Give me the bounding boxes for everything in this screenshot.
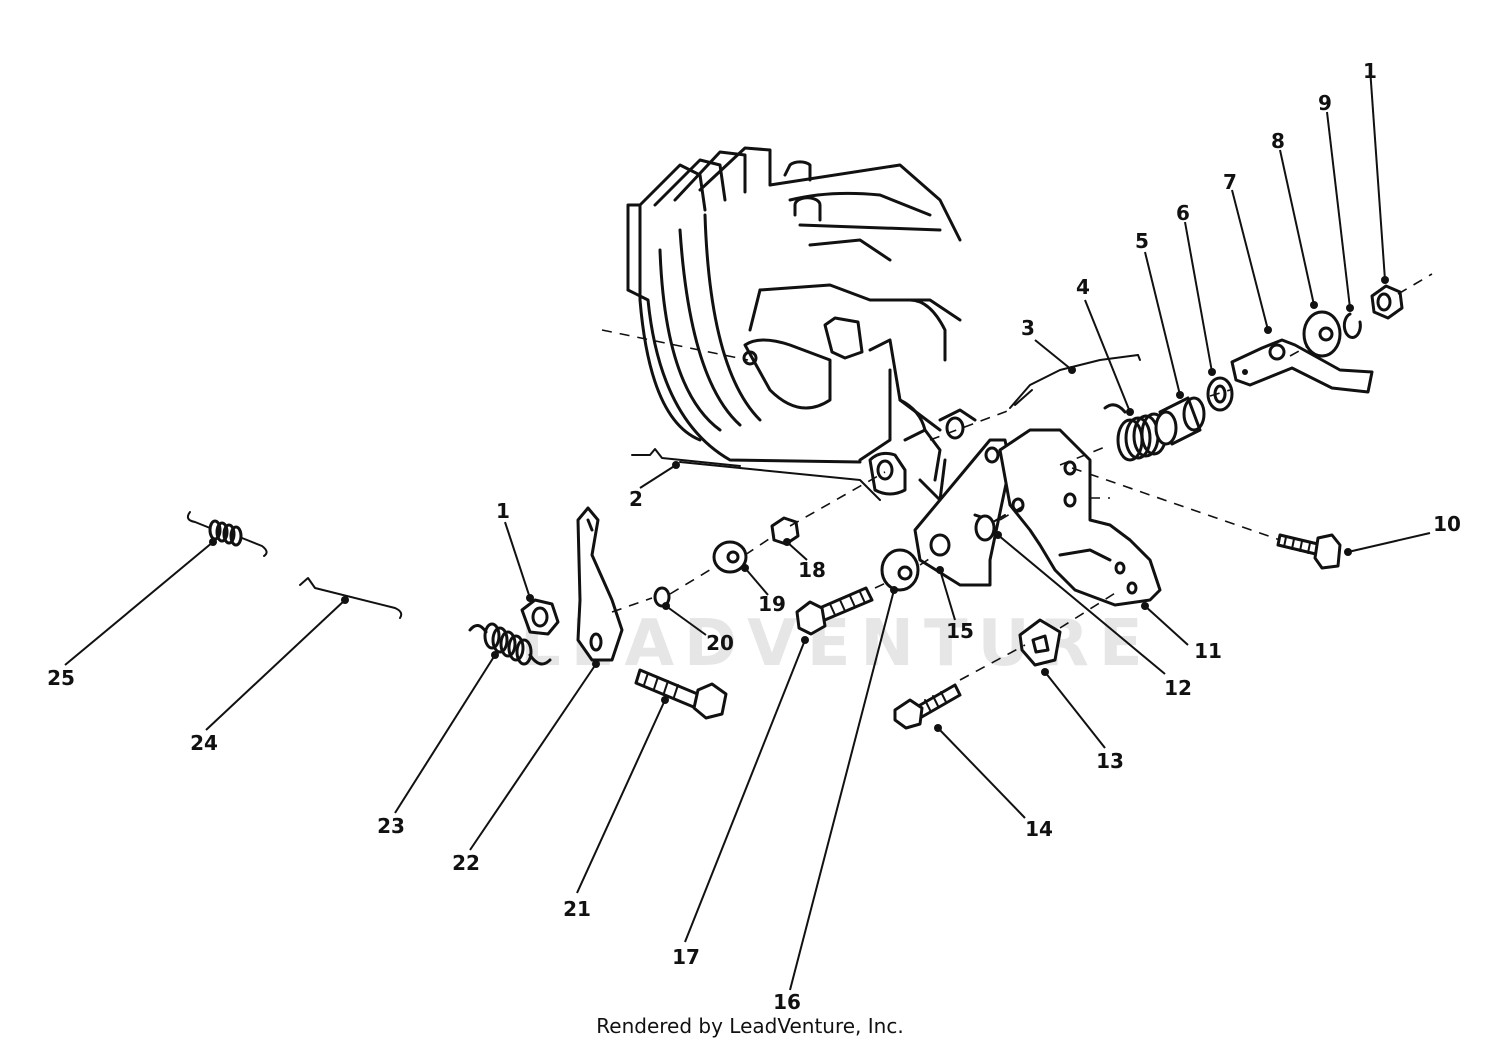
callout-14: 14 [1025, 817, 1053, 841]
part-1-nut-lower [520, 598, 560, 636]
leader-dots [209, 276, 1389, 732]
part-24-link [299, 577, 403, 619]
callout-18: 18 [798, 558, 826, 582]
callout-17: 17 [672, 945, 700, 969]
callout-19: 19 [758, 592, 786, 616]
callout-4: 4 [1076, 275, 1090, 299]
part-23-spring [468, 622, 552, 666]
part-7-lever [1230, 338, 1374, 394]
callout-25: 25 [47, 666, 75, 690]
callout-24: 24 [190, 731, 218, 755]
part-22-arm [576, 506, 624, 662]
part-6-washer [1206, 376, 1234, 412]
callout-15: 15 [946, 619, 974, 643]
callout-2: 2 [629, 487, 643, 511]
part-10-screw [1276, 533, 1342, 570]
part-9-lockwasher [1342, 312, 1362, 339]
part-17-bolt [795, 586, 874, 636]
part-5-bushing [1154, 396, 1206, 446]
callout-3: 3 [1021, 316, 1035, 340]
callout-6: 6 [1176, 201, 1190, 225]
callout-8: 8 [1271, 129, 1285, 153]
callout-21: 21 [563, 897, 591, 921]
part-12-bolt [974, 514, 1006, 542]
callout-7: 7 [1223, 170, 1237, 194]
axis-lines [601, 273, 1433, 681]
callout-20: 20 [706, 631, 734, 655]
part-21-bolt [634, 668, 728, 720]
part-2-link-rod [631, 448, 741, 467]
callout-9: 9 [1318, 91, 1332, 115]
part-3-wire [1009, 354, 1141, 409]
leader-lines [64, 67, 1431, 991]
callout-11: 11 [1194, 639, 1222, 663]
part-8-washer [1302, 310, 1342, 358]
callout-1-upper: 1 [1363, 59, 1377, 83]
callout-labels: 1 9 8 7 6 5 4 3 2 10 11 12 13 14 15 16 1… [47, 59, 1461, 1014]
part-4-spring [1103, 403, 1168, 462]
part-16-washer [880, 548, 920, 592]
part-15-bracket [913, 438, 1012, 587]
part-1-nut-upper [1370, 284, 1404, 320]
part-13-clip [1018, 618, 1062, 667]
footer-credit: Rendered by LeadVenture, Inc. [596, 1014, 904, 1038]
callout-1-lower: 1 [496, 499, 510, 523]
callout-16: 16 [773, 990, 801, 1014]
part-25-spring [186, 511, 268, 557]
callout-22: 22 [452, 851, 480, 875]
part-11-plate [998, 428, 1162, 607]
callout-23: 23 [377, 814, 405, 838]
part-14-screw [893, 683, 962, 730]
callout-5: 5 [1135, 229, 1149, 253]
part-19-washer [712, 540, 748, 574]
callout-12: 12 [1164, 676, 1192, 700]
callout-13: 13 [1096, 749, 1124, 773]
engine-block [626, 146, 977, 502]
callout-10: 10 [1433, 512, 1461, 536]
